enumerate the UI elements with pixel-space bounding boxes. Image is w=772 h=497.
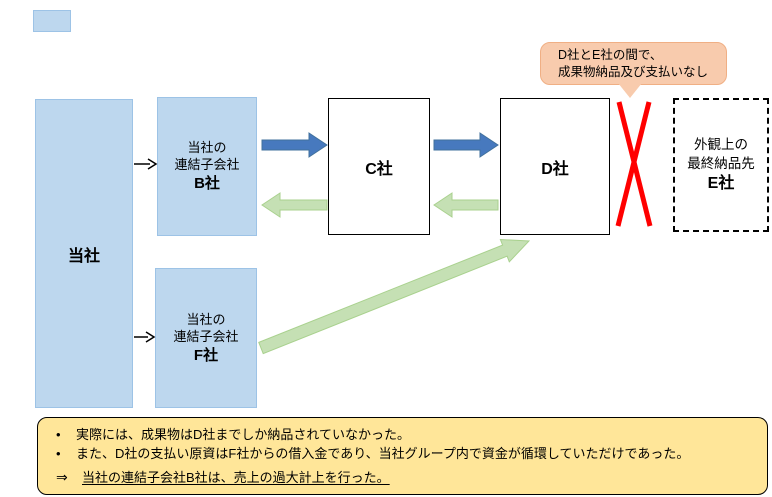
company-f-name: F社: [193, 346, 219, 364]
company-f-line2: 連結子会社: [173, 328, 239, 344]
company-e-line1: 外観上の: [694, 137, 748, 152]
bullet-icon: •: [56, 427, 61, 442]
callout-tail: [618, 83, 642, 98]
note-bullet-2-text: また、D社の支払い原資はF社からの借入金であり、当社グループ内で資金が循環してい…: [76, 446, 690, 461]
notes-box: • 実際には、成果物はD社までしか納品されていなかった。 • また、D社の支払い…: [37, 417, 768, 495]
company-box-f: 当社の 連結子会社 F社: [155, 268, 257, 408]
deliverable-arrow-b-to-c: [261, 132, 328, 158]
company-e-line2: 最終納品先: [687, 156, 755, 171]
company-box-ours: 当社: [35, 99, 133, 408]
deliverable-arrow-c-to-d: [433, 132, 499, 158]
ownership-arrow-ours-to-b: [134, 158, 158, 170]
company-box-e-final-destination: 外観上の 最終納品先 E社: [673, 98, 769, 232]
company-label-c: C社: [365, 160, 393, 178]
callout-line1: D社とE社の間で、: [558, 48, 663, 62]
company-box-b: 当社の 連結子会社 B社: [157, 97, 257, 236]
note-bullet-1-text: 実際には、成果物はD社までしか納品されていなかった。: [76, 427, 410, 442]
company-f-line1: 当社の: [186, 311, 226, 327]
note-row-2: • また、D社の支払い原資はF社からの借入金であり、当社グループ内で資金が循環し…: [56, 444, 757, 463]
payment-arrow-d-to-c: [433, 192, 499, 218]
note-conclusion-text: 当社の連結子会社B社は、売上の過大計上を行った。: [82, 470, 390, 485]
callout-bubble-no-delivery: D社とE社の間で、 成果物納品及び支払いなし: [540, 42, 727, 85]
company-b-name: B社: [194, 175, 220, 192]
company-e-name: E社: [707, 175, 735, 192]
company-b-line2: 連結子会社: [174, 157, 240, 172]
ownership-arrow-ours-to-f: [134, 331, 156, 343]
no-delivery-x-mark: [616, 101, 653, 227]
company-label-d: D社: [541, 160, 569, 178]
payment-arrow-c-to-b: [261, 192, 328, 218]
loan-arrow-f-to-d: [258, 238, 531, 355]
company-box-d: D社: [500, 98, 610, 235]
company-box-c: C社: [328, 98, 430, 235]
note-row-1: • 実際には、成果物はD社までしか納品されていなかった。: [56, 425, 757, 444]
company-b-line1: 当社の: [187, 140, 227, 155]
company-label-ours: 当社: [67, 247, 100, 265]
legend-blue-swatch: [33, 10, 71, 32]
no-delivery-x-mark: [615, 101, 652, 227]
bullet-icon: •: [56, 446, 61, 461]
double-arrow-icon: ⇒: [56, 469, 68, 485]
note-row-conclusion: ⇒ 当社の連結子会社B社は、売上の過大計上を行った。: [56, 468, 757, 487]
callout-line2: 成果物納品及び支払いなし: [558, 65, 709, 79]
